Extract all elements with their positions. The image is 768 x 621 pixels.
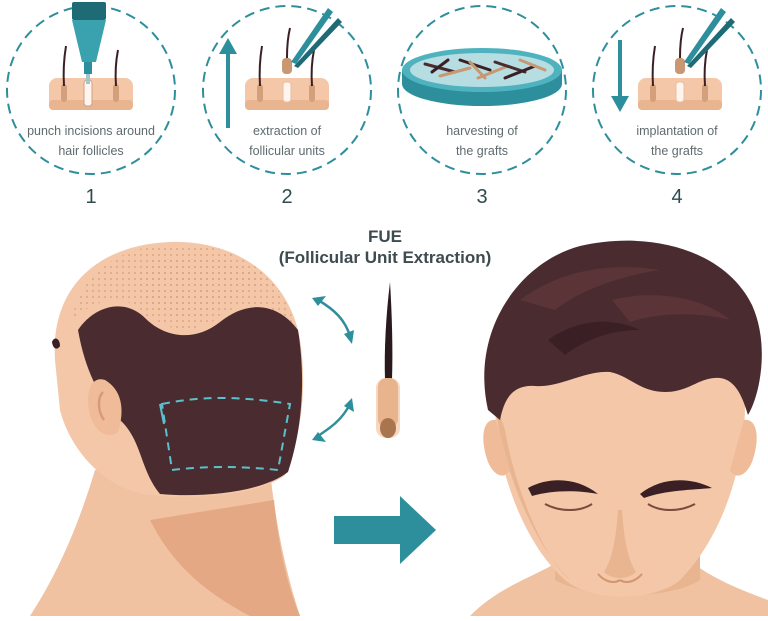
step-3-label: harvesting of the grafts bbox=[446, 124, 518, 158]
step-2-dashed-circle bbox=[202, 5, 372, 175]
hair-follicle-icon bbox=[62, 45, 67, 87]
step-4-illustration bbox=[592, 5, 762, 175]
left-eyelid bbox=[544, 503, 593, 511]
step-1-label: punch incisions around hair follicles bbox=[27, 124, 155, 158]
remaining-hair bbox=[78, 306, 303, 496]
step-4-label: implantation of the grafts bbox=[636, 124, 718, 158]
bald-head-illustration bbox=[30, 241, 304, 616]
left-ear bbox=[483, 419, 510, 476]
graft-icon bbox=[675, 58, 685, 74]
single-graft-icon bbox=[376, 282, 400, 438]
step-1-illustration bbox=[6, 2, 176, 175]
step-2-number: 2 bbox=[281, 186, 293, 208]
title-full-name: (Follicular Unit Extraction) bbox=[278, 248, 492, 267]
step-3-number: 3 bbox=[476, 186, 488, 208]
step-3-dashed-circle bbox=[397, 5, 567, 175]
tweezers-icon bbox=[684, 8, 726, 64]
step-4-dashed-circle bbox=[592, 5, 762, 175]
right-eyelid bbox=[647, 503, 696, 511]
step-2-illustration bbox=[202, 5, 372, 175]
punch-tool-icon bbox=[72, 2, 106, 20]
step-1-number: 1 bbox=[85, 186, 97, 208]
extracted-graft-icon bbox=[282, 58, 292, 74]
step-2-label: extraction of follicular units bbox=[249, 124, 325, 158]
right-eyebrow bbox=[640, 480, 712, 498]
step-3-illustration bbox=[397, 5, 567, 175]
curved-arrow-icon bbox=[317, 298, 352, 337]
grafts-in-dish bbox=[423, 58, 547, 80]
left-eyebrow bbox=[528, 480, 598, 496]
cycle-arrows bbox=[312, 296, 354, 442]
right-ear bbox=[730, 419, 757, 476]
tweezers-icon bbox=[291, 8, 333, 64]
nose bbox=[604, 510, 636, 578]
title-abbreviation: FUE bbox=[368, 227, 402, 246]
curved-arrow-icon bbox=[317, 403, 352, 438]
step-4-number: 4 bbox=[671, 186, 683, 208]
ear bbox=[88, 379, 122, 436]
step-1-dashed-circle bbox=[6, 5, 176, 175]
hair-follicle-icon bbox=[114, 49, 119, 87]
full-hair-head-illustration bbox=[470, 240, 768, 616]
big-right-arrow-icon bbox=[334, 496, 436, 564]
diagram-title: FUE (Follicular Unit Extraction) bbox=[245, 227, 525, 268]
